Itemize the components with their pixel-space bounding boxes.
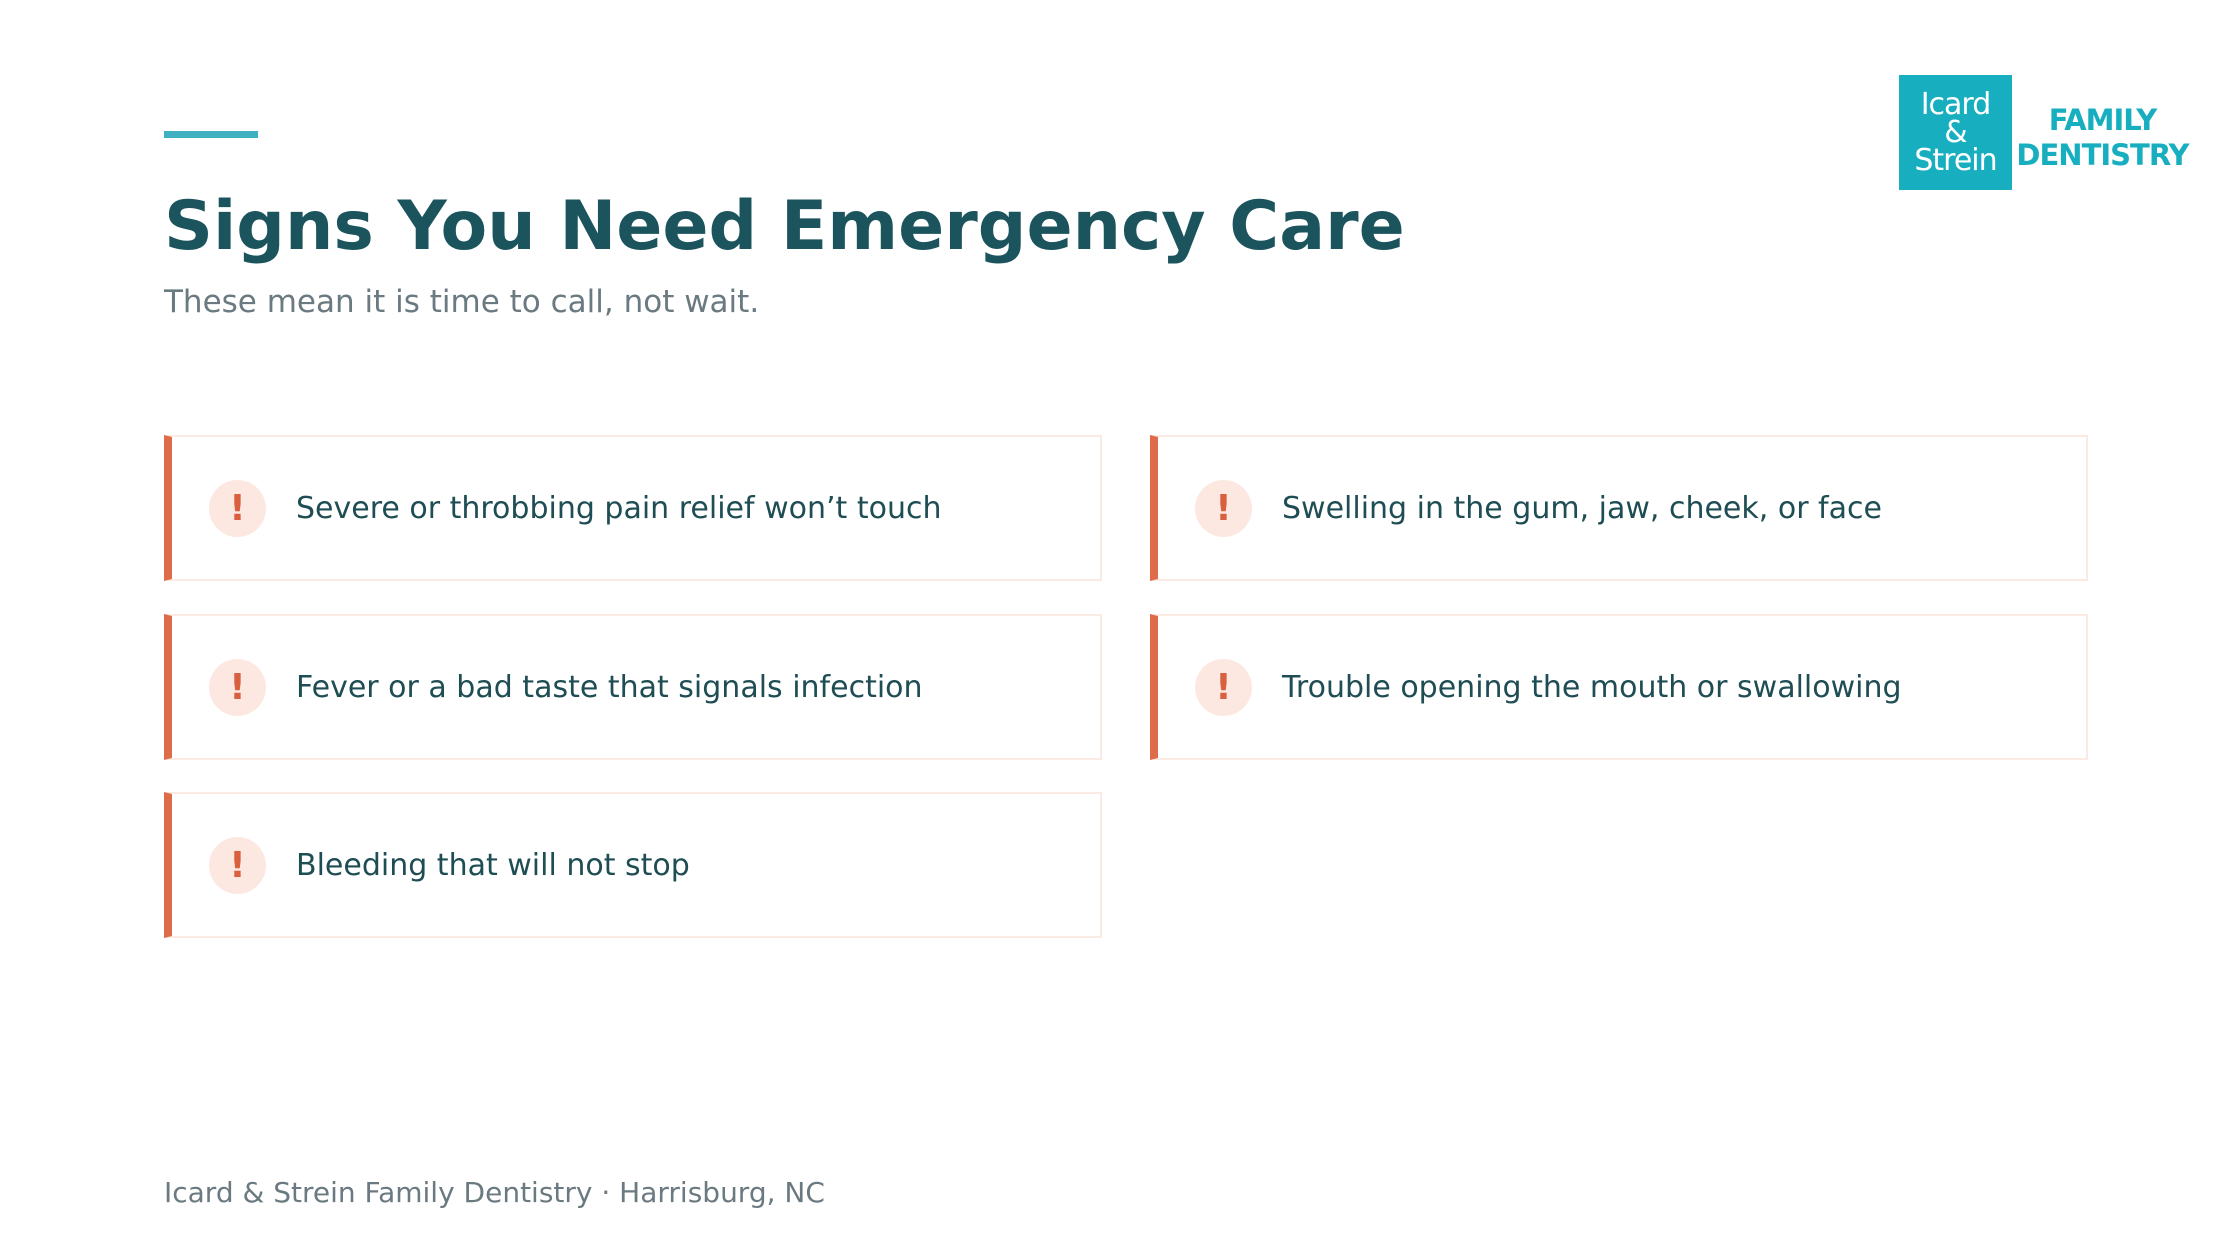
sign-label: Trouble opening the mouth or swallowing	[1282, 669, 1902, 705]
sign-card: ! Fever or a bad taste that signals infe…	[164, 614, 1102, 760]
alert-icon: !	[209, 479, 266, 537]
footer-text: Icard & Strein Family Dentistry · Harris…	[164, 1176, 825, 1209]
alert-icon: !	[209, 836, 266, 894]
sign-label: Fever or a bad taste that signals infect…	[296, 669, 923, 705]
logo-badge-line: Strein	[1914, 142, 1997, 178]
sign-card: ! Severe or throbbing pain relief won’t …	[164, 435, 1102, 581]
logo-wordmark-line: FAMILY	[2048, 103, 2158, 137]
sign-card: ! Bleeding that will not stop	[164, 792, 1102, 938]
logo-badge: Icard & Strein	[1899, 75, 2012, 190]
sign-card: ! Trouble opening the mouth or swallowin…	[1150, 614, 2088, 760]
page-subtitle: These mean it is time to call, not wait.	[164, 284, 760, 320]
title-accent-bar	[164, 131, 258, 138]
page-title: Signs You Need Emergency Care	[164, 187, 1405, 266]
sign-label: Severe or throbbing pain relief won’t to…	[296, 490, 942, 526]
logo-badge-line: &	[1944, 114, 1967, 150]
logo-wordmark-line: DENTISTRY	[2016, 138, 2189, 172]
logo-badge-line: Icard	[1920, 86, 1992, 122]
alert-icon: !	[1195, 658, 1252, 716]
practice-logo: Icard & Strein FAMILY DENTISTRY	[1899, 75, 2190, 190]
sign-label: Bleeding that will not stop	[296, 847, 690, 883]
alert-icon: !	[209, 658, 266, 716]
sign-label: Swelling in the gum, jaw, cheek, or face	[1282, 490, 1882, 526]
sign-card: ! Swelling in the gum, jaw, cheek, or fa…	[1150, 435, 2088, 581]
alert-icon: !	[1195, 479, 1252, 537]
logo-wordmark: FAMILY DENTISTRY	[2016, 103, 2189, 173]
